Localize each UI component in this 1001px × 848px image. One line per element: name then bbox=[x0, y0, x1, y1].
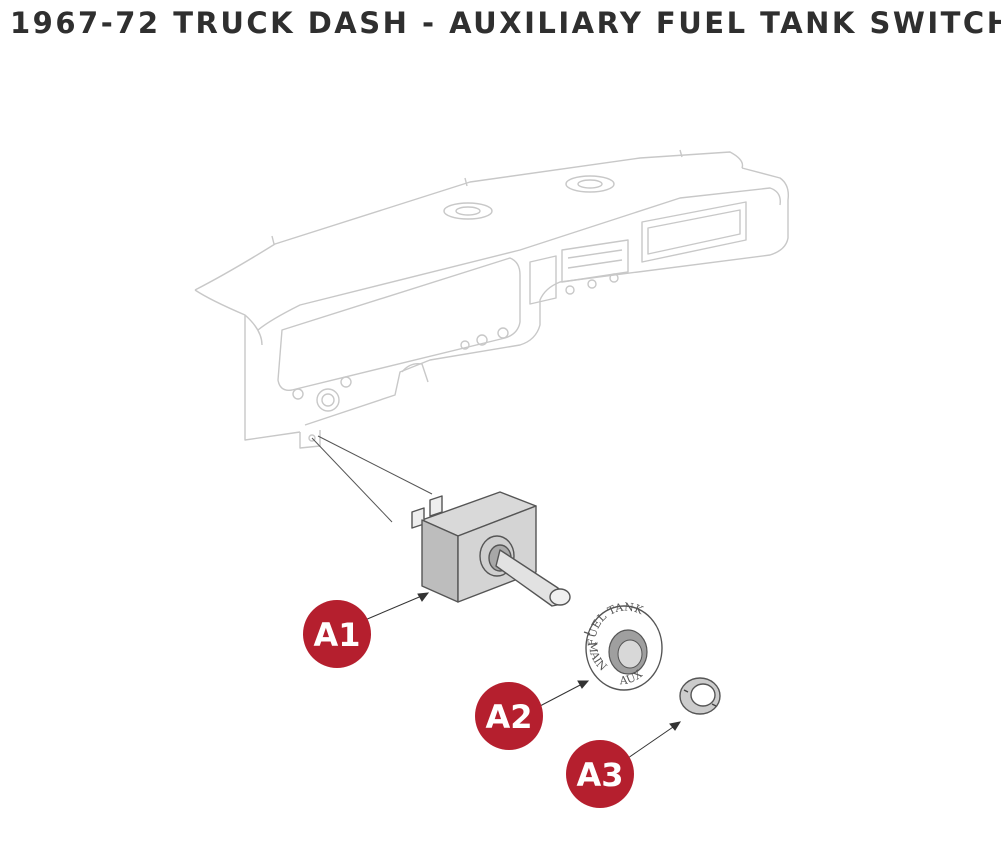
retaining-nut-icon bbox=[679, 677, 721, 715]
callout-a2-label: A2 bbox=[485, 698, 532, 736]
callout-a3-label: A3 bbox=[576, 756, 623, 794]
toggle-switch-icon bbox=[411, 491, 571, 607]
dashboard-illustration bbox=[194, 149, 790, 449]
callout-a3-badge bbox=[566, 740, 634, 808]
assembly-leader-lines bbox=[311, 435, 433, 523]
page-title: 1967-72 TRUCK DASH - AUXILIARY FUEL TANK… bbox=[10, 6, 1001, 40]
callout-arrows bbox=[364, 592, 682, 759]
callout-a2-badge bbox=[475, 682, 543, 750]
callout-a1-label: A1 bbox=[313, 616, 360, 654]
bezel-ring-icon: FUEL TANK MAIN AUX bbox=[583, 600, 663, 691]
callout-a1: A1 bbox=[303, 600, 371, 668]
callout-a3: A3 bbox=[566, 740, 634, 808]
callout-a1-badge bbox=[303, 600, 371, 668]
callout-a2: A2 bbox=[475, 682, 543, 750]
